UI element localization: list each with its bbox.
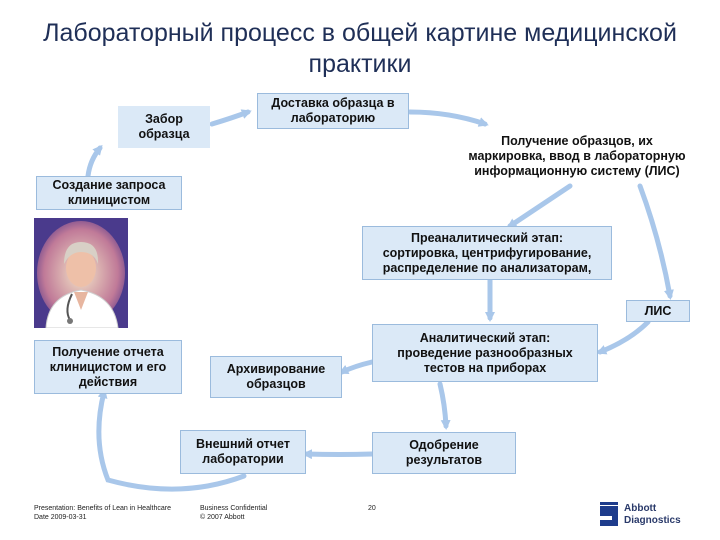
abbott-logo-icon xyxy=(600,502,618,526)
arrow-reception-to-preanalytic xyxy=(506,183,573,229)
arrow-approval-to-external-report xyxy=(302,449,375,460)
box-delivery: Доставка образца в лабораторию xyxy=(257,93,409,129)
box-report-received: Получение отчета клиницистом и его дейст… xyxy=(34,340,182,394)
box-archiving: Архивирование образцов xyxy=(210,356,342,398)
page-title: Лабораторный процесс в общей картине мед… xyxy=(43,19,677,78)
arrow-request-to-collection xyxy=(85,144,103,179)
brand-name: Abbott Diagnostics xyxy=(624,503,681,526)
arrow-external-report-to-clinician xyxy=(96,388,247,492)
footer-confidential: Business Confidential © 2007 Abbott xyxy=(200,505,268,521)
page-number: 20 xyxy=(368,505,376,512)
footer-presentation: Presentation: Benefits of Lean in Health… xyxy=(34,505,171,521)
box-request: Создание запроса клиницистом xyxy=(36,176,182,210)
arrow-delivery-to-reception xyxy=(407,109,489,127)
box-preanalytic: Преаналитический этап: сортировка, центр… xyxy=(362,226,612,280)
arrow-analytic-to-archiving xyxy=(338,359,375,375)
box-reception: Получение образцов, их маркировка, ввод … xyxy=(468,133,686,178)
arrow-analytic-to-approval xyxy=(437,381,451,430)
arrow-lis-to-analytic xyxy=(596,319,651,355)
box-analytic: Аналитический этап: проведение разнообра… xyxy=(372,324,598,382)
box-sample-collection: Забор образца xyxy=(118,106,210,148)
doctor-photo xyxy=(34,218,128,328)
arrow-reception-to-lis xyxy=(637,183,674,300)
box-lis: ЛИС xyxy=(626,300,690,322)
box-external-report: Внешний отчет лаборатории xyxy=(180,430,306,474)
box-approval: Одобрение результатов xyxy=(372,432,516,474)
arrow-collection-to-delivery xyxy=(209,109,252,127)
